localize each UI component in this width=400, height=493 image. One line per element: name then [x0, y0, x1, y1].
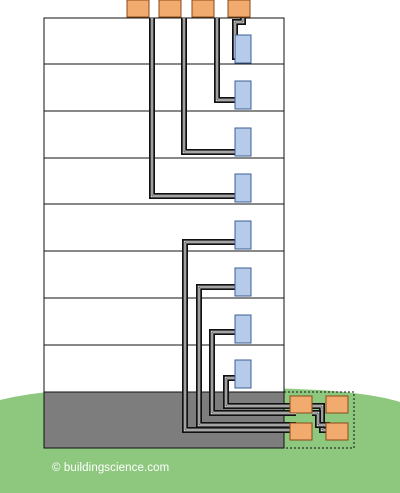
- unit-floor-6: [234, 127, 252, 157]
- unit-floor-5: [234, 173, 252, 203]
- unit-floor-7: [234, 80, 252, 110]
- unit-floor-1: [234, 359, 252, 389]
- basement-unit-2: [325, 395, 349, 414]
- unit-floor-3: [234, 267, 252, 297]
- unit-floor-4: [234, 220, 252, 250]
- unit-floor-8: [234, 34, 252, 64]
- duct-risers: [149, 18, 330, 433]
- duct-roof-3: [181, 18, 240, 155]
- unit-floor-2: [234, 314, 252, 344]
- roof-unit-2: [158, 0, 182, 18]
- copyright-credit: © buildingscience.com: [52, 462, 170, 474]
- basement-unit-1: [289, 395, 313, 414]
- roof-unit-3: [191, 0, 215, 18]
- duct-basement-4: [223, 375, 296, 409]
- duct-basement-2: [196, 284, 296, 428]
- apartment-units: [234, 34, 252, 389]
- basement-unit-4: [325, 422, 349, 441]
- roof-unit-1: [126, 0, 150, 18]
- roof-unit-4: [227, 0, 251, 18]
- basement-unit-3: [289, 422, 313, 441]
- duct-basement-3: [209, 329, 296, 416]
- duct-roof-4: [149, 18, 240, 199]
- duct-roof-2: [214, 18, 240, 103]
- duct-basement-link-b: [312, 410, 330, 428]
- duct-basement-1: [182, 239, 296, 433]
- basement: [43, 391, 285, 449]
- mechanical-equipment: [126, 0, 349, 441]
- basement-mechanical-room: [283, 391, 355, 449]
